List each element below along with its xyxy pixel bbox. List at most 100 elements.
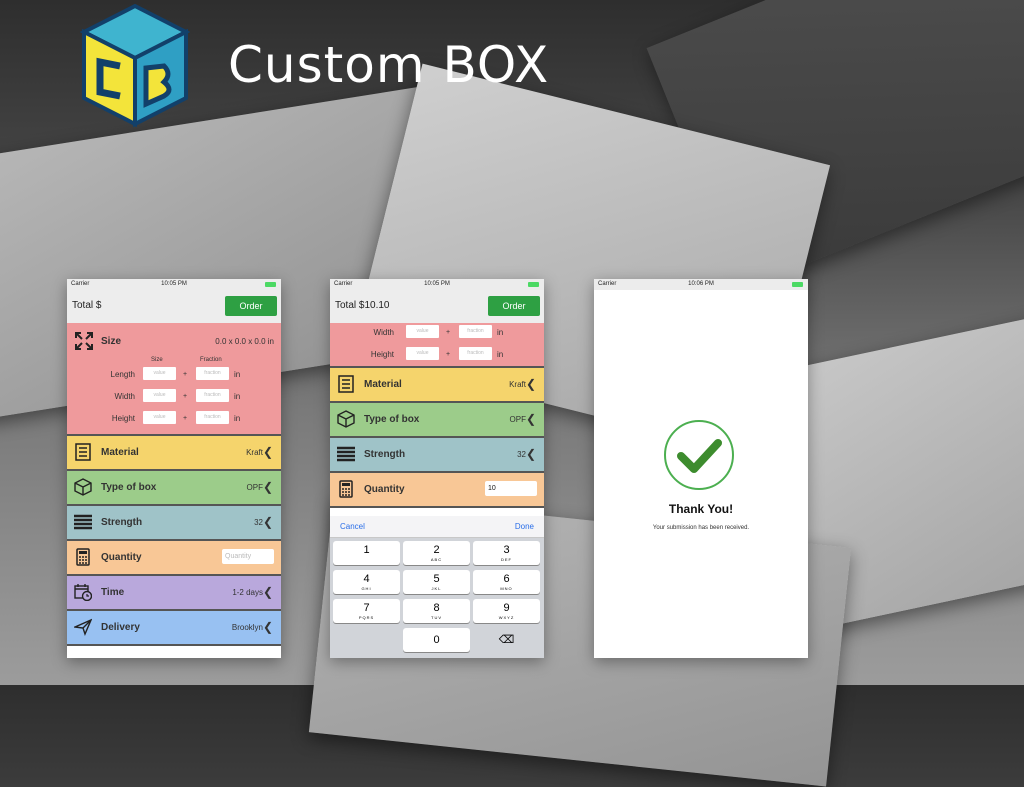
- key-digit: 7: [363, 602, 370, 614]
- order-button[interactable]: Order: [488, 296, 540, 316]
- nav-bar: Total $ Order: [67, 290, 281, 323]
- material-label: Material: [364, 379, 402, 390]
- type-of-box-row[interactable]: Type of box OPF ❮: [330, 403, 544, 438]
- done-button[interactable]: Done: [514, 522, 534, 531]
- chevron-left-icon: ❮: [262, 620, 273, 634]
- quantity-input[interactable]: Quantity: [222, 549, 274, 564]
- type-of-box-row[interactable]: Type of box OPF ❮: [67, 471, 281, 506]
- thank-you-title: Thank You!: [668, 502, 734, 516]
- unit-label: in: [234, 370, 241, 379]
- material-row[interactable]: Material Kraft ❮: [330, 368, 544, 403]
- size-column-header: Size: [151, 357, 163, 363]
- size-section[interactable]: Size 0.0 x 0.0 x 0.0 in Size Fraction Le…: [67, 323, 281, 436]
- key-1[interactable]: 1: [333, 541, 400, 565]
- material-value: Kraft: [509, 380, 526, 389]
- status-time: 10:05 PM: [161, 281, 187, 287]
- width-value-input[interactable]: value: [406, 325, 439, 338]
- status-time: 10:06 PM: [688, 281, 714, 287]
- strength-label: Strength: [101, 517, 143, 528]
- calculator-icon: [76, 548, 90, 566]
- quantity-row: Quantity Quantity: [67, 541, 281, 576]
- carrier-label: Carrier: [334, 281, 353, 287]
- time-row[interactable]: Time 1-2 days ❮: [67, 576, 281, 611]
- battery-icon: [792, 282, 803, 287]
- delivery-row[interactable]: Delivery Brooklyn ❮: [67, 611, 281, 646]
- cancel-button[interactable]: Cancel: [340, 522, 365, 531]
- length-label: Length: [110, 370, 135, 379]
- quantity-input[interactable]: 10: [485, 481, 537, 496]
- type-of-box-label: Type of box: [101, 482, 157, 493]
- chevron-left-icon: ❮: [525, 377, 536, 391]
- bars-icon: [74, 514, 92, 530]
- quantity-label: Quantity: [364, 484, 405, 495]
- quantity-label: Quantity: [101, 552, 142, 563]
- plus-sign: +: [446, 351, 451, 358]
- thank-you-screen: Carrier 10:06 PM Thank You! Your submiss…: [594, 279, 808, 658]
- unit-label: in: [497, 350, 504, 359]
- keyboard-toolbar: Cancel Done: [330, 516, 544, 538]
- delete-key[interactable]: ⌫: [473, 628, 540, 652]
- width-fraction-input[interactable]: fraction: [196, 389, 229, 402]
- plus-sign: +: [183, 371, 188, 378]
- unit-label: in: [234, 392, 241, 401]
- status-bar: Carrier 10:06 PM: [594, 279, 808, 290]
- length-value-input[interactable]: value: [143, 367, 176, 380]
- battery-icon: [528, 282, 539, 287]
- height-value-input[interactable]: value: [406, 347, 439, 360]
- type-of-box-value: OPF: [509, 415, 526, 424]
- status-time: 10:05 PM: [424, 281, 450, 287]
- key-digit: 3: [503, 544, 510, 556]
- strength-value: 32: [254, 518, 263, 527]
- carrier-label: Carrier: [598, 281, 617, 287]
- width-fraction-input[interactable]: fraction: [459, 325, 492, 338]
- key-letters: DEF: [501, 557, 512, 562]
- key-digit: 1: [363, 544, 370, 556]
- order-button[interactable]: Order: [225, 296, 277, 316]
- calculator-icon: [339, 480, 353, 498]
- size-dimensions: 0.0 x 0.0 x 0.0 in: [215, 337, 274, 346]
- total-label: Total $: [72, 300, 102, 311]
- height-label: Height: [370, 350, 394, 359]
- calendar-clock-icon: [74, 584, 92, 601]
- key-digit: 0: [433, 634, 440, 646]
- key-letters: PQRS: [358, 615, 375, 620]
- custom-box-logo: [80, 4, 190, 128]
- key-0[interactable]: 0: [403, 628, 470, 652]
- strength-label: Strength: [364, 449, 406, 460]
- key-digit: 5: [433, 573, 440, 585]
- key-letters: MNO: [500, 586, 513, 591]
- height-value-input[interactable]: value: [143, 411, 176, 424]
- key-letters: ABC: [430, 557, 443, 562]
- status-bar: Carrier 10:05 PM: [330, 279, 544, 290]
- checkmark-circle-icon: [664, 420, 734, 490]
- length-fraction-input[interactable]: fraction: [196, 367, 229, 380]
- box-icon: [337, 410, 355, 428]
- total-label: Total $10.10: [335, 300, 390, 311]
- key-letters: JKL: [431, 586, 442, 591]
- strength-row[interactable]: Strength 32 ❮: [67, 506, 281, 541]
- key-letters: GHI: [361, 586, 372, 591]
- submission-message: Your submission has been received.: [652, 525, 750, 531]
- size-section[interactable]: Width value + fraction in Height value +…: [330, 323, 544, 368]
- material-row[interactable]: Material Kraft ❮: [67, 436, 281, 471]
- height-fraction-input[interactable]: fraction: [459, 347, 492, 360]
- height-fraction-input[interactable]: fraction: [196, 411, 229, 424]
- brand-title: Custom BOX: [228, 36, 550, 94]
- width-value-input[interactable]: value: [143, 389, 176, 402]
- backspace-icon: ⌫: [498, 634, 515, 646]
- strength-row[interactable]: Strength 32 ❮: [330, 438, 544, 473]
- chevron-left-icon: ❮: [525, 447, 536, 461]
- nav-bar: Total $10.10 Order: [330, 290, 544, 323]
- key-digit: 6: [503, 573, 510, 585]
- checklist-icon: [75, 443, 91, 461]
- plus-sign: +: [183, 415, 188, 422]
